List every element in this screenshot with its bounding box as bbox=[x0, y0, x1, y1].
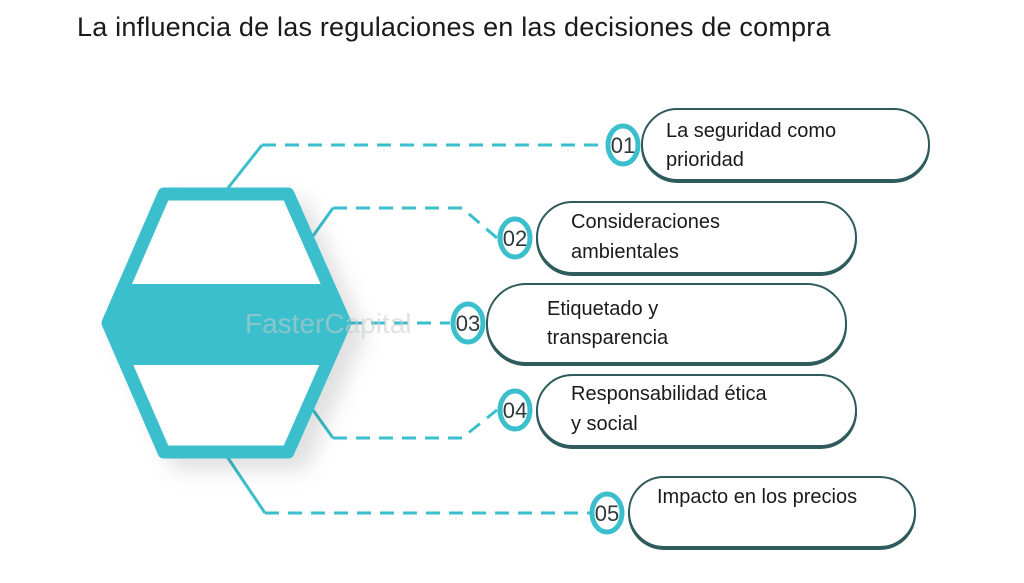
number-05: 05 bbox=[595, 501, 619, 526]
connector-01 bbox=[226, 143, 605, 189]
hexagon bbox=[101, 187, 352, 459]
item-label-line: y social bbox=[571, 413, 638, 435]
number-badge-02 bbox=[497, 216, 533, 260]
item-label-line: La seguridad como bbox=[666, 120, 837, 142]
item-label-line: Impacto en los precios bbox=[657, 486, 858, 508]
connector-02 bbox=[311, 206, 498, 240]
number-01: 01 bbox=[611, 133, 635, 158]
item-label-line: prioridad bbox=[666, 149, 744, 171]
connector-04 bbox=[311, 408, 498, 440]
connector-05 bbox=[226, 457, 590, 515]
page-title: La influencia de las regulaciones en las… bbox=[77, 12, 831, 42]
number-badge-04 bbox=[497, 388, 533, 432]
number-badge-05 bbox=[589, 491, 625, 535]
item-card-04: Responsabilidad ética y social bbox=[536, 374, 857, 447]
item-card-02: Consideraciones ambientales bbox=[536, 201, 857, 274]
item-label-line: Responsabilidad ética bbox=[571, 383, 767, 405]
number-badge-01 bbox=[605, 123, 641, 167]
item-label-line: Consideraciones bbox=[571, 211, 720, 233]
watermark-logo: FasterCapital bbox=[245, 308, 412, 339]
number-03: 03 bbox=[456, 311, 480, 336]
item-card-03: Etiquetado y transparencia bbox=[486, 283, 847, 364]
item-label-line: transparencia bbox=[547, 327, 669, 349]
item-label-line: ambientales bbox=[571, 241, 679, 263]
item-label-line: Etiquetado y bbox=[547, 298, 659, 320]
number-04: 04 bbox=[503, 398, 527, 423]
number-badge-03 bbox=[450, 301, 486, 345]
item-card-05: Impacto en los precios bbox=[628, 476, 916, 548]
item-card-01: La seguridad como prioridad bbox=[641, 108, 930, 181]
number-02: 02 bbox=[503, 226, 527, 251]
